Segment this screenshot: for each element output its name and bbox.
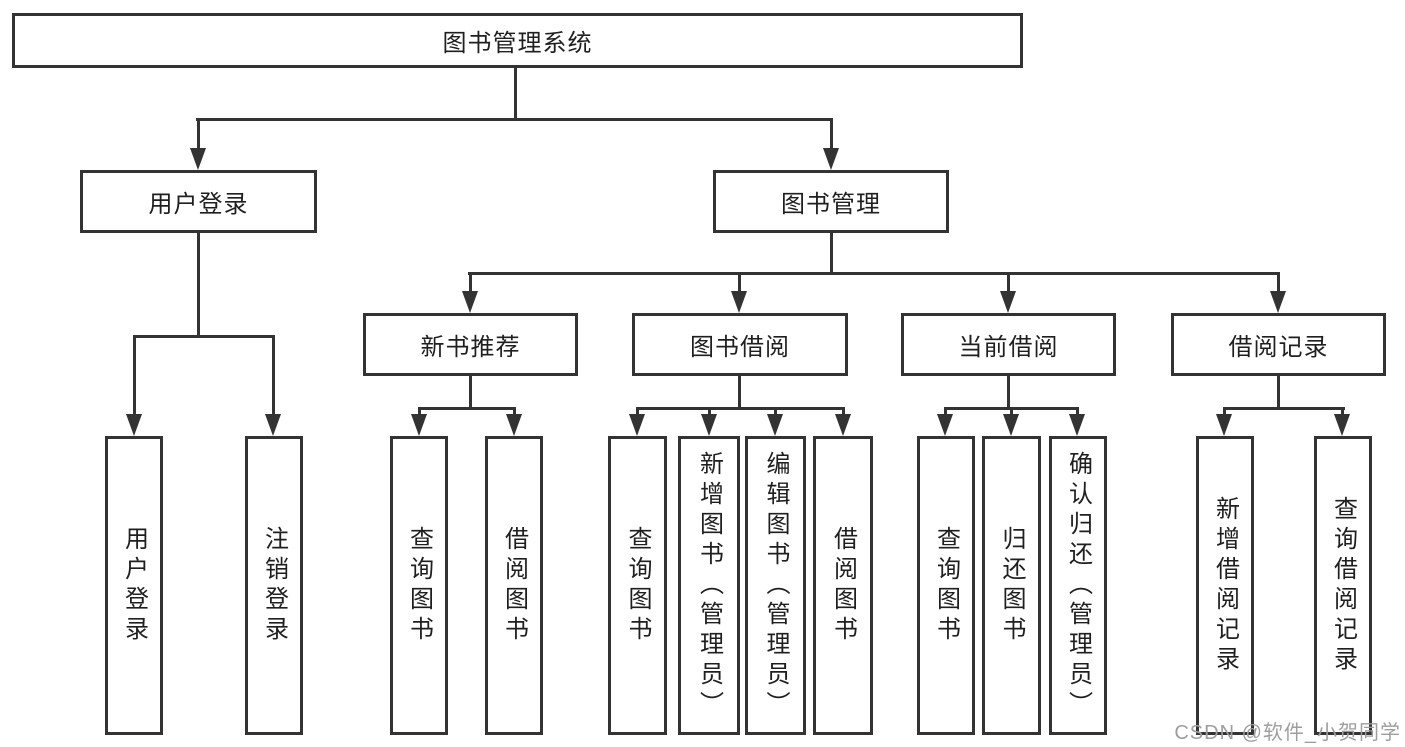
leaf-borrow-add-books-admin: 新增图书（管理员） (678, 436, 740, 735)
leaf-label: 查询图书 (932, 525, 960, 646)
arrow-down-icon (506, 414, 522, 436)
connector-line (1010, 407, 1013, 416)
connector-line (1341, 407, 1344, 416)
connector-line (1277, 272, 1280, 293)
arrow-down-icon (1334, 414, 1350, 436)
connector-line (636, 407, 639, 416)
leaf-label: 借阅图书 (829, 525, 857, 646)
leaf-borrow-borrow-books: 借阅图书 (813, 436, 873, 735)
leaf-records-add-record: 新增借阅记录 (1196, 436, 1254, 735)
node-label: 新书推荐 (420, 334, 521, 361)
leaf-label: 用户登录 (120, 525, 148, 646)
arrow-down-icon (823, 148, 839, 170)
connector-line (418, 407, 421, 416)
connector-line (514, 68, 517, 118)
arrow-down-icon (1270, 291, 1286, 313)
node-label: 用户登录 (148, 191, 249, 218)
connector-line (468, 272, 1280, 275)
connector-line (1007, 272, 1010, 293)
node-library-management-system: 图书管理系统 (12, 13, 1023, 68)
connector-line (774, 407, 777, 416)
leaf-current-confirm-return-admin: 确认归还（管理员） (1049, 436, 1107, 735)
arrow-down-icon (1003, 414, 1019, 436)
connector-line (272, 335, 275, 416)
arrow-down-icon (731, 291, 747, 313)
connector-line (513, 407, 516, 416)
connector-line (842, 407, 845, 416)
leaf-label: 借阅图书 (500, 525, 528, 646)
leaf-records-query-record: 查询借阅记录 (1314, 436, 1372, 735)
node-label: 图书管理系统 (442, 30, 593, 57)
leaf-label: 查询借阅记录 (1329, 495, 1357, 676)
connector-line (830, 233, 833, 275)
connector-line (708, 407, 711, 416)
arrow-down-icon (190, 148, 206, 170)
leaf-label: 新增借阅记录 (1211, 495, 1239, 676)
node-label: 图书借阅 (690, 334, 790, 361)
connector-line (133, 335, 136, 416)
connector-line (636, 407, 844, 410)
node-label: 图书管理 (781, 191, 881, 218)
node-book-management: 图书管理 (713, 170, 949, 233)
leaf-recommend-borrow-books: 借阅图书 (485, 436, 543, 735)
arrow-down-icon (462, 291, 478, 313)
connector-line (197, 233, 200, 338)
arrow-down-icon (1069, 414, 1085, 436)
node-book-borrowing: 图书借阅 (632, 313, 848, 376)
node-user-login: 用户登录 (80, 170, 317, 233)
arrow-down-icon (411, 414, 427, 436)
connector-line (1076, 407, 1079, 416)
arrow-down-icon (835, 414, 851, 436)
csdn-watermark: CSDN @软件_小贺同学 (1174, 722, 1401, 744)
node-label: 借阅记录 (1228, 334, 1329, 361)
connector-line (196, 118, 832, 121)
node-label: 当前借阅 (958, 334, 1059, 361)
arrow-down-icon (1216, 414, 1232, 436)
leaf-label: 编辑图书（管理员） (762, 450, 789, 721)
connector-line (133, 335, 275, 338)
leaf-label: 归还图书 (998, 525, 1025, 646)
connector-line (1223, 407, 1345, 410)
leaf-label: 确认归还（管理员） (1064, 450, 1092, 721)
connector-line (1277, 376, 1280, 410)
connector-line (944, 407, 947, 416)
leaf-label: 查询图书 (405, 525, 433, 646)
leaf-borrow-edit-books-admin: 编辑图书（管理员） (745, 436, 806, 735)
node-current-borrowing: 当前借阅 (901, 313, 1116, 376)
arrow-down-icon (126, 414, 142, 436)
leaf-logout: 注销登录 (245, 436, 303, 735)
arrow-down-icon (767, 414, 783, 436)
arrow-down-icon (701, 414, 717, 436)
node-borrowing-records: 借阅记录 (1171, 313, 1386, 376)
leaf-label: 新增图书（管理员） (695, 450, 723, 721)
leaf-current-query-books: 查询图书 (917, 436, 975, 735)
connector-line (738, 376, 741, 410)
connector-line (1223, 407, 1226, 416)
leaf-current-return-books: 归还图书 (982, 436, 1041, 735)
arrow-down-icon (1000, 291, 1016, 313)
arrow-down-icon (937, 414, 953, 436)
leaf-label: 注销登录 (260, 525, 288, 646)
leaf-user-login: 用户登录 (105, 436, 163, 735)
node-new-book-recommendation: 新书推荐 (363, 313, 578, 376)
connector-line (830, 118, 833, 152)
connector-line (197, 118, 200, 152)
connector-line (469, 376, 472, 410)
arrow-down-icon (629, 414, 645, 436)
leaf-recommend-query-books: 查询图书 (390, 436, 448, 735)
connector-line (418, 407, 516, 410)
connector-line (469, 272, 472, 293)
connector-line (738, 272, 741, 293)
arrow-down-icon (265, 414, 281, 436)
leaf-label: 查询图书 (624, 525, 651, 646)
connector-line (1007, 376, 1010, 410)
leaf-borrow-query-books: 查询图书 (608, 436, 667, 735)
